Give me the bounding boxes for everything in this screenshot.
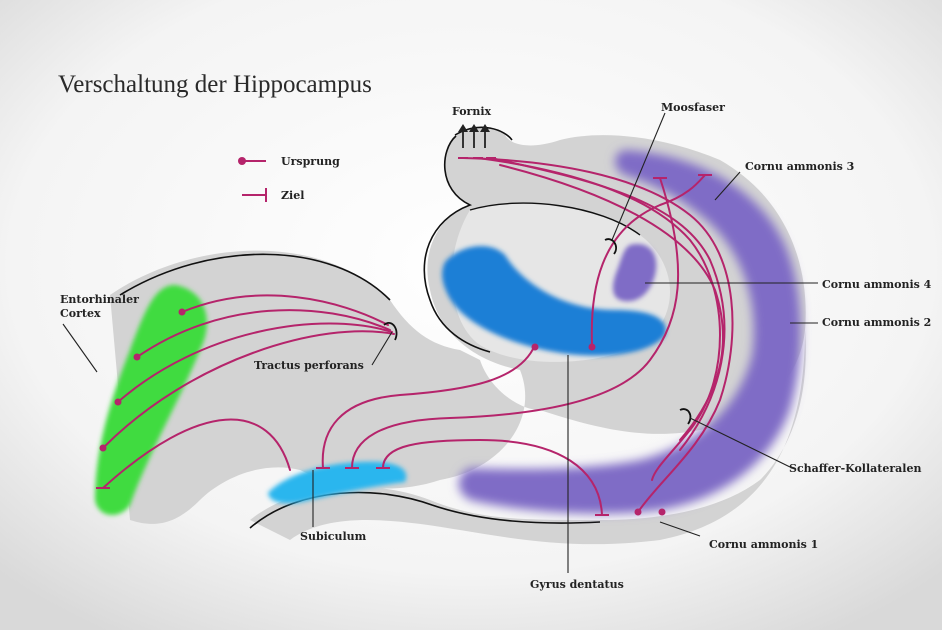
diagram-title: Verschaltung der Hippocampus	[58, 71, 372, 98]
legend-origin-label: Ursprung	[281, 155, 340, 168]
origin-marker	[115, 399, 122, 406]
origin-marker	[589, 344, 596, 351]
fornix-arrows	[458, 124, 490, 148]
label-fornix: Fornix	[452, 105, 492, 118]
label-cornu-ammonis-1: Cornu ammonis 1	[709, 538, 818, 551]
origin-marker	[635, 509, 642, 516]
legend-target-label: Ziel	[281, 189, 304, 202]
origin-marker	[532, 344, 539, 351]
label-cornu-ammonis-3: Cornu ammonis 3	[745, 160, 854, 173]
origin-marker	[134, 354, 141, 361]
label-tractus-perforans: Tractus perforans	[254, 359, 364, 372]
label-entorhinal-line1: Entorhinaler	[60, 293, 139, 306]
origin-marker	[100, 445, 107, 452]
origin-marker	[179, 309, 186, 316]
origin-marker	[659, 509, 666, 516]
label-cornu-ammonis-4: Cornu ammonis 4	[822, 278, 932, 291]
label-moosfaser: Moosfaser	[661, 101, 725, 114]
label-schaffer-kollateralen: Schaffer-Kollateralen	[789, 462, 921, 475]
label-gyrus-dentatus: Gyrus dentatus	[530, 578, 624, 591]
label-cornu-ammonis-2: Cornu ammonis 2	[822, 316, 931, 329]
label-entorhinal-line2: Cortex	[60, 307, 101, 320]
label-subiculum: Subiculum	[300, 530, 367, 543]
